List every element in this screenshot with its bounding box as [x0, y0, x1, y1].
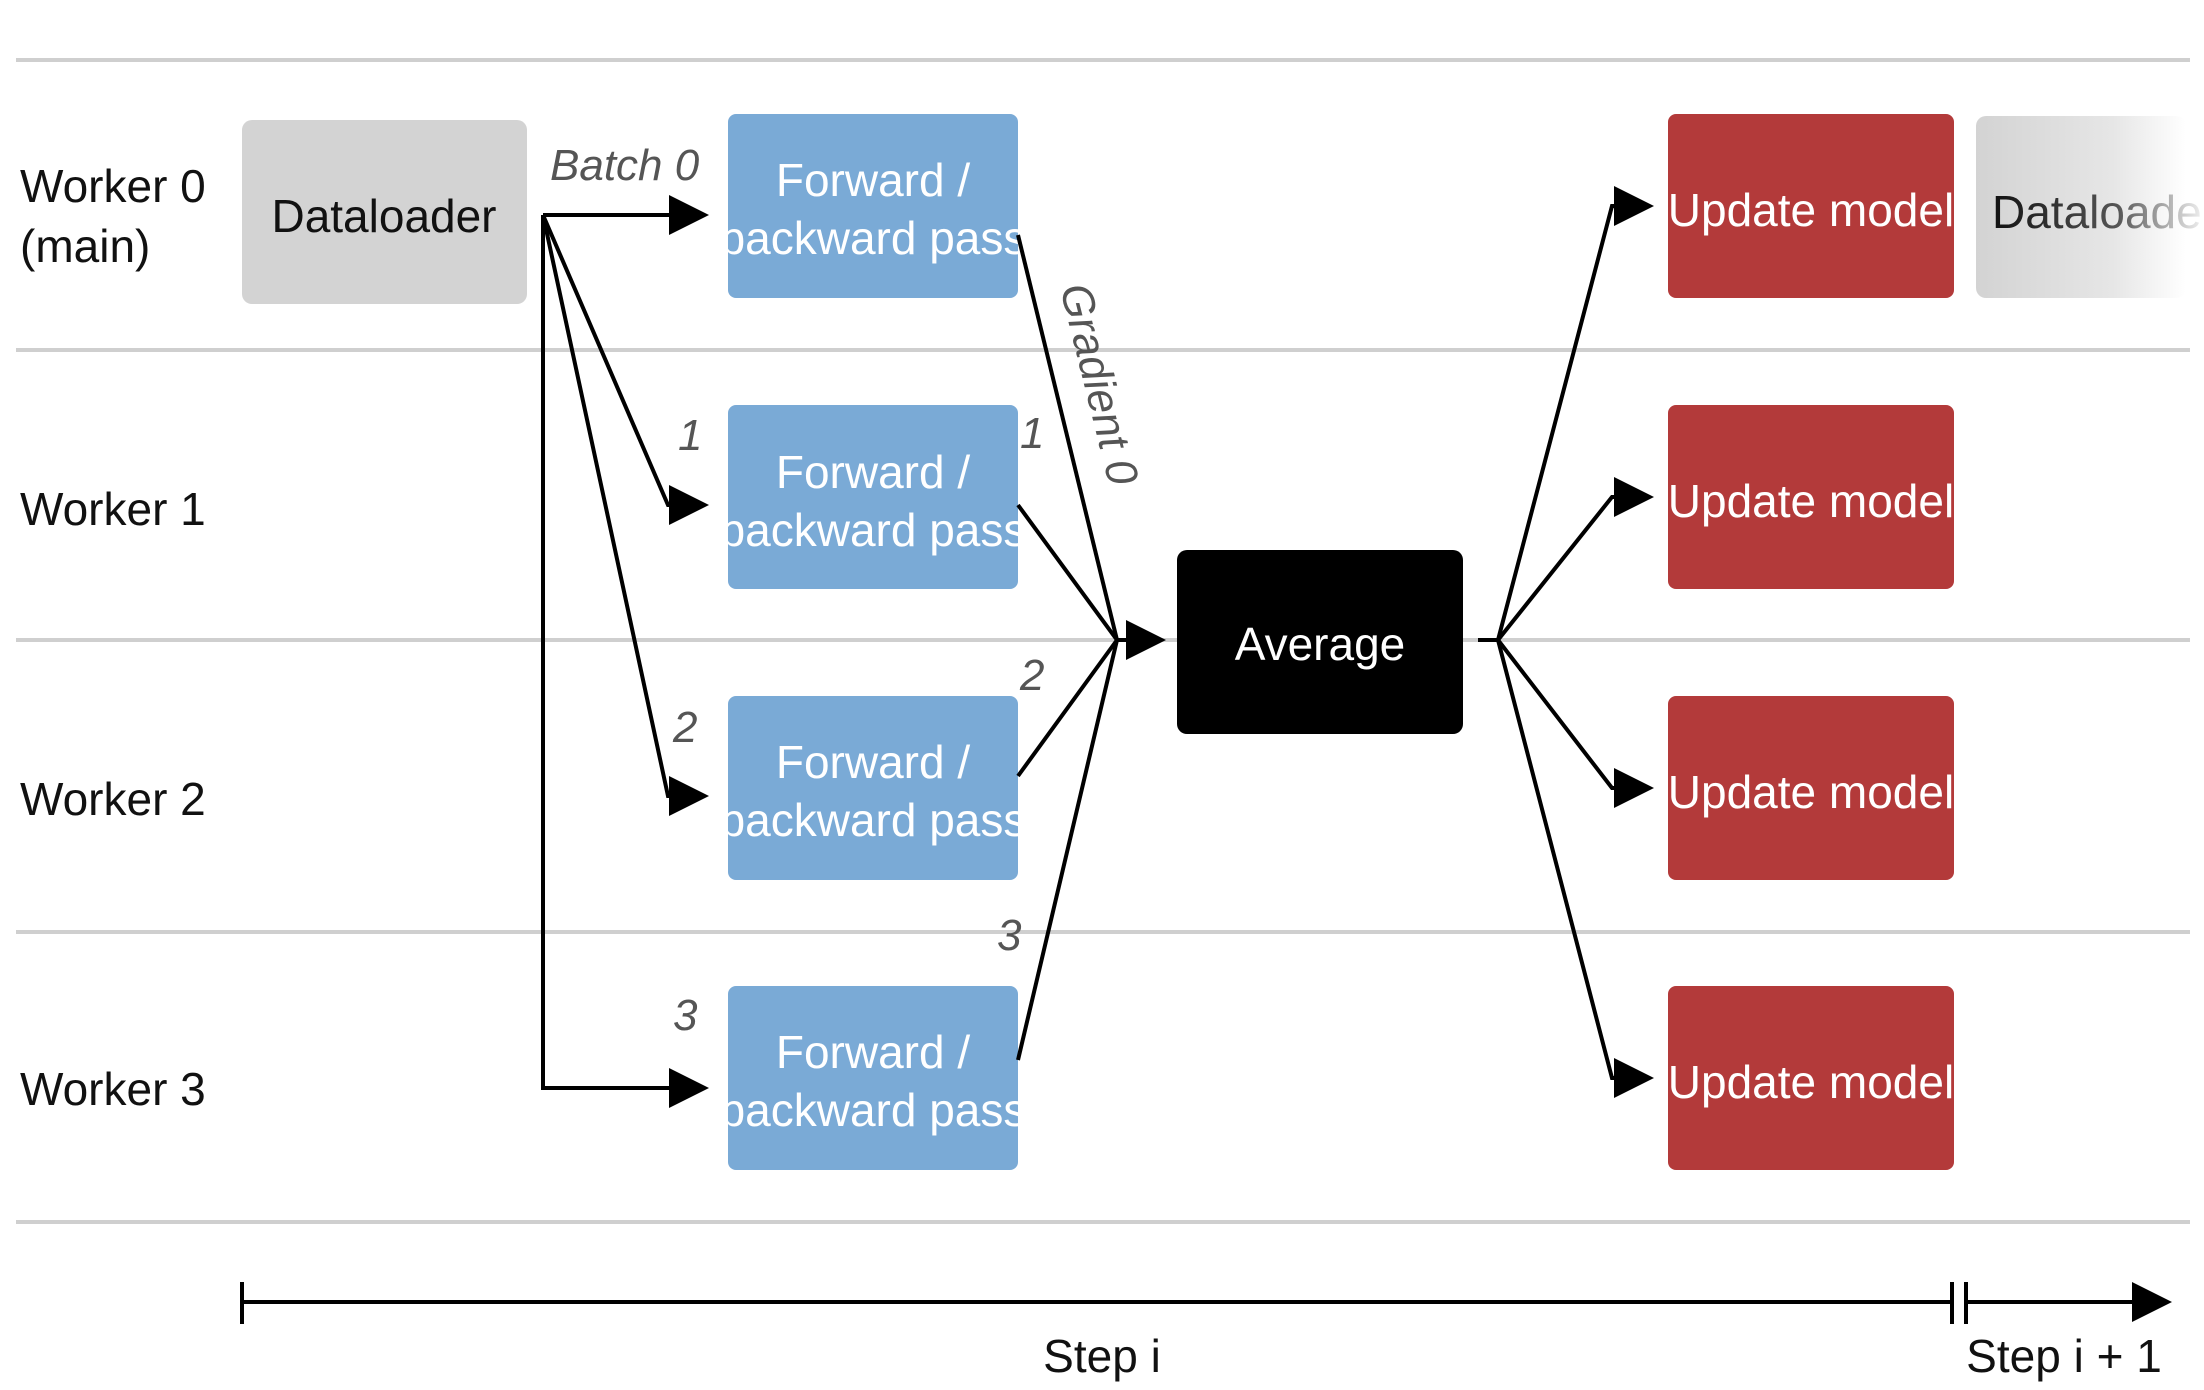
forward-label-line1: Forward /: [776, 736, 970, 788]
step-i-label: Step i: [1043, 1330, 1161, 1382]
average-label: Average: [1235, 618, 1406, 670]
update-box-0: Update model: [1668, 114, 1954, 298]
update-3-arrow: [1496, 639, 1654, 1098]
update-label: Update model: [1668, 184, 1954, 236]
update-arrows: [1478, 186, 1654, 1098]
gradient-labels: Gradient 0 1 2 3: [997, 279, 1148, 960]
update-box-3: Update model: [1668, 986, 1954, 1170]
forward-label-line1: Forward /: [776, 154, 970, 206]
forward-box-2: Forward / backward pass: [720, 696, 1027, 880]
worker-3-label: Worker 3: [20, 1063, 206, 1115]
batch-1-arrow: [541, 214, 709, 525]
forward-box-1: Forward / backward pass: [720, 405, 1027, 589]
update-1-arrow: [1496, 477, 1654, 642]
forward-label-line2: backward pass: [720, 212, 1027, 264]
update-label: Update model: [1668, 766, 1954, 818]
gradient-0-line: [1016, 234, 1119, 641]
gradient-0-label: Gradient 0: [1050, 279, 1147, 491]
batch-2-label: 2: [672, 703, 697, 752]
update-box-1: Update model: [1668, 405, 1954, 589]
forward-label-line1: Forward /: [776, 1026, 970, 1078]
update-2-arrow: [1496, 638, 1654, 808]
batch-arrows: [541, 195, 709, 1108]
next-dataloader-label: Dataloade: [1992, 186, 2202, 238]
gradient-lines: [1016, 234, 1166, 1061]
worker-labels: Worker 0 (main) Worker 1 Worker 2 Worker…: [20, 160, 206, 1115]
step-i1-label: Step i + 1: [1966, 1330, 2162, 1382]
next-dataloader-box: Dataloade: [1976, 116, 2202, 298]
forward-box-0: Forward / backward pass: [720, 114, 1027, 298]
update-label: Update model: [1668, 475, 1954, 527]
gradient-3-line: [1016, 639, 1119, 1061]
update-box-2: Update model: [1668, 696, 1954, 880]
batch-3-label: 3: [673, 991, 698, 1040]
forward-label-line2: backward pass: [720, 794, 1027, 846]
gradient-2-label: 2: [1019, 651, 1044, 700]
gradient-1-label: 1: [1020, 409, 1044, 458]
worker-0-label: Worker 0: [20, 160, 206, 212]
batch-3-arrow: [541, 215, 709, 1108]
gradient-3-label: 3: [997, 911, 1022, 960]
average-box: Average: [1177, 550, 1463, 734]
gradient-2-line: [1016, 638, 1119, 778]
batch-0-label: Batch 0: [550, 141, 700, 190]
update-label: Update model: [1668, 1056, 1954, 1108]
worker-2-label: Worker 2: [20, 773, 206, 825]
gradient-1-line: [1016, 503, 1119, 642]
dataloader-label: Dataloader: [271, 190, 496, 242]
batch-1-label: 1: [678, 411, 702, 460]
step-timeline: [240, 1282, 2172, 1324]
forward-label-line2: backward pass: [720, 1084, 1027, 1136]
forward-label-line1: Forward /: [776, 446, 970, 498]
dataloader-box: Dataloader: [242, 120, 527, 304]
forward-label-line2: backward pass: [720, 504, 1027, 556]
forward-box-3: Forward / backward pass: [720, 986, 1027, 1170]
batch-2-arrow: [541, 214, 709, 816]
batch-labels: Batch 0 1 2 3: [550, 141, 702, 1040]
update-0-arrow: [1496, 186, 1654, 641]
row-separators: [16, 58, 2190, 1224]
worker-0-main-label: (main): [20, 220, 150, 272]
worker-1-label: Worker 1: [20, 483, 206, 535]
